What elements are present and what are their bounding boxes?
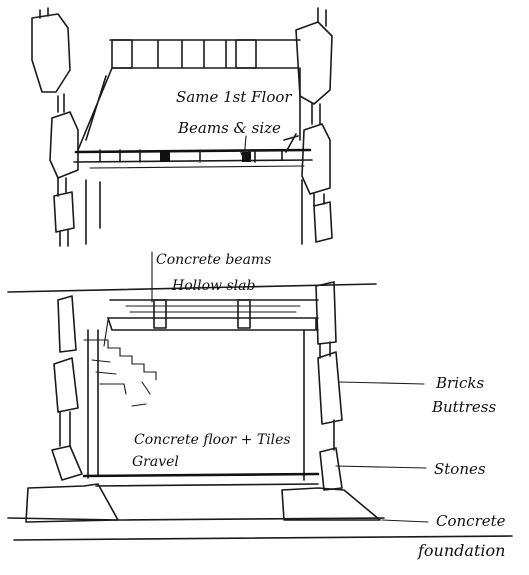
stair <box>83 319 157 407</box>
concrete-label: Concrete <box>436 512 506 530</box>
upper-left-pier-lower <box>53 191 75 233</box>
upper-beam-left <box>111 39 133 69</box>
lower-right-wall-mid <box>317 351 343 425</box>
buttress-label: Buttress <box>431 398 496 416</box>
hollow-slab <box>107 299 319 319</box>
bricks-label: Bricks <box>435 374 484 392</box>
upper-right-pier-lower <box>313 201 333 243</box>
ground-floor <box>82 472 320 478</box>
foundation-label: foundation <box>417 541 505 560</box>
upper-right-wall-top <box>295 21 333 105</box>
lower-beam-2 <box>237 299 251 329</box>
lower-right-wall-low <box>319 447 343 491</box>
upper-beam-right <box>235 39 257 69</box>
concrete-floor-label: Concrete floor + Tiles <box>134 432 291 448</box>
lower-beam-1 <box>153 299 167 329</box>
upper-note-line1: Same 1st Floor <box>176 88 292 106</box>
upper-left-wall-top <box>31 13 71 93</box>
lower-right-wall-top <box>315 281 337 345</box>
lower-left-wall-low <box>51 445 83 481</box>
right-footing <box>281 487 381 521</box>
stones-label: Stones <box>434 460 486 478</box>
upper-note-line2: Beams & size <box>177 119 281 137</box>
upper-right-pier <box>301 123 331 195</box>
concrete-beams-label: Concrete beams <box>156 252 271 268</box>
lower-left-wall-mid <box>53 357 79 413</box>
lower-section: Concrete beams Hollow slab Bricks Buttre… <box>7 251 513 560</box>
upper-section: Same 1st Floor Beams & size <box>31 7 333 247</box>
left-footing <box>25 483 119 523</box>
lower-left-wall-top <box>57 295 77 353</box>
gravel-label: Gravel <box>132 454 179 470</box>
hollow-slab-label: Hollow slab <box>171 278 255 294</box>
upper-left-pier <box>49 111 79 179</box>
upper-floor-slab <box>74 148 312 154</box>
